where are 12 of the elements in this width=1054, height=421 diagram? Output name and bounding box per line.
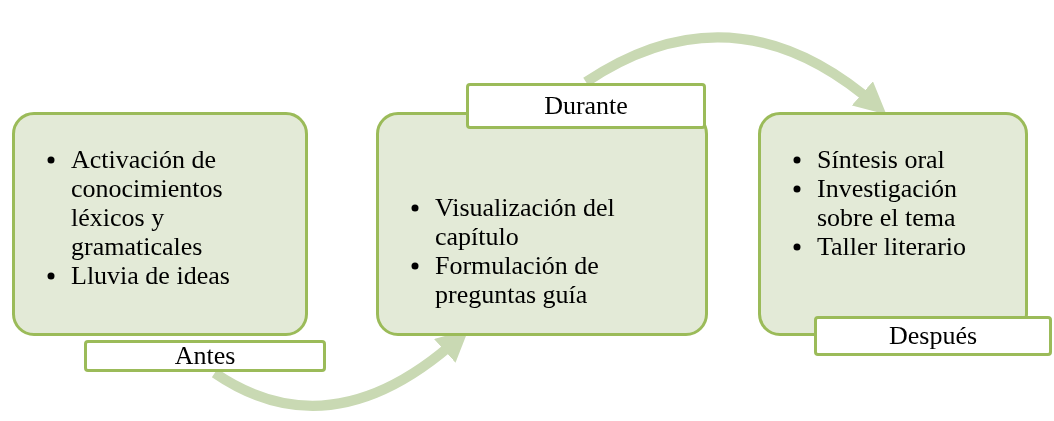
- stage-card: [12, 112, 308, 336]
- bullet-item: Formulación de preguntas guía: [435, 251, 599, 309]
- stage-tab: Después: [814, 316, 1052, 356]
- bullet-item: Taller literario: [817, 232, 967, 261]
- stage-tab: Antes: [84, 340, 326, 372]
- bullet-item: Lluvia de ideas: [71, 261, 230, 290]
- bullet-item: Síntesis oral: [817, 145, 945, 174]
- stage-card: [376, 112, 708, 336]
- bullet-item: Visualización del capítulo: [435, 193, 615, 251]
- bullet-item: Activación de conocimientos léxicos y gramaticales: [71, 145, 223, 261]
- stage-tab: Durante: [466, 83, 706, 129]
- bullet-item: Investigación sobre el tema: [817, 174, 958, 232]
